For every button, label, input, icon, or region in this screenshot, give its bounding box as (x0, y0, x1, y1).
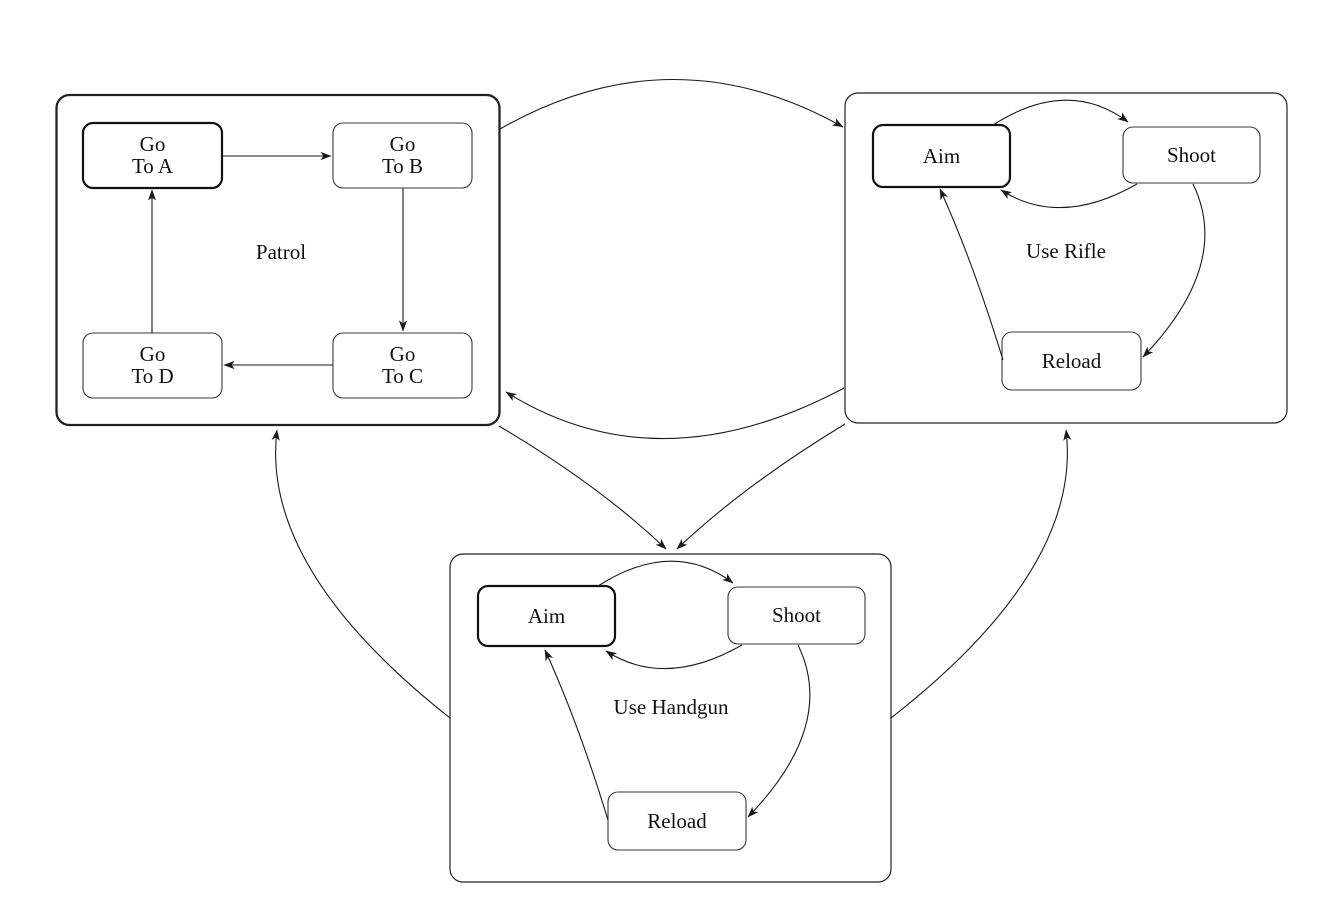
edge-use-rifle-to-use-handgun (676, 423, 846, 550)
state-go-to-a-label-line1: Go (140, 132, 166, 156)
edge-patrol-to-use-handgun (498, 425, 667, 550)
rifle-edge-shoot-to-reload (1142, 183, 1206, 358)
handgun-state-shoot-label: Shoot (772, 603, 821, 627)
rifle-state-reload-box (1001, 331, 1142, 391)
state-go-to-d-label-line1: Go (140, 342, 166, 366)
state-go-to-a-label-line2: To A (132, 154, 174, 178)
rifle-edge-reload-to-aim (939, 188, 1004, 361)
handgun-edge-reload-to-aim (544, 649, 609, 821)
handgun-edge-shoot-to-aim (605, 644, 743, 670)
patrol-label: Patrol (256, 240, 306, 264)
use-rifle-label: Use Rifle (1026, 239, 1106, 263)
rifle-state-reload-label: Reload (1042, 349, 1102, 373)
use-rifle-composite-state: Use Rifle Aim Shoot Reload (844, 92, 1288, 424)
use-handgun-label: Use Handgun (614, 695, 729, 719)
rifle-edge-shoot-to-aim (1000, 183, 1138, 209)
state-go-to-c-label-line2: To C (382, 364, 423, 388)
handgun-edge-shoot-to-reload (747, 644, 811, 818)
use-handgun-composite-state: Use Handgun Aim Shoot Reload (449, 553, 892, 883)
rifle-state-shoot-box (1122, 126, 1261, 184)
state-go-to-b-label-line2: To B (382, 154, 423, 178)
edge-patrol-to-use-rifle (499, 78, 844, 130)
rifle-edge-aim-to-shoot (992, 99, 1129, 126)
patrol-composite-state: Patrol Go To A Go To B Go To C Go To D (55, 93, 501, 427)
handgun-state-reload-box (607, 791, 747, 851)
state-go-to-d-label-line2: To D (131, 364, 173, 388)
state-go-to-b-label-line1: Go (390, 132, 416, 156)
rifle-state-aim-label: Aim (923, 144, 960, 168)
edge-use-handgun-to-patrol (271, 429, 451, 719)
rifle-state-shoot-label: Shoot (1167, 143, 1216, 167)
handgun-state-aim-label: Aim (528, 604, 565, 628)
rifle-state-aim-box (871, 123, 1012, 189)
handgun-state-reload-label: Reload (647, 809, 707, 833)
handgun-state-aim-box (476, 584, 617, 648)
edge-use-handgun-to-use-rifle (890, 429, 1072, 719)
edge-use-rifle-to-patrol (505, 387, 845, 440)
handgun-state-shoot-box (727, 586, 866, 645)
handgun-edge-aim-to-shoot (597, 560, 734, 587)
state-go-to-c-label-line1: Go (390, 342, 416, 366)
